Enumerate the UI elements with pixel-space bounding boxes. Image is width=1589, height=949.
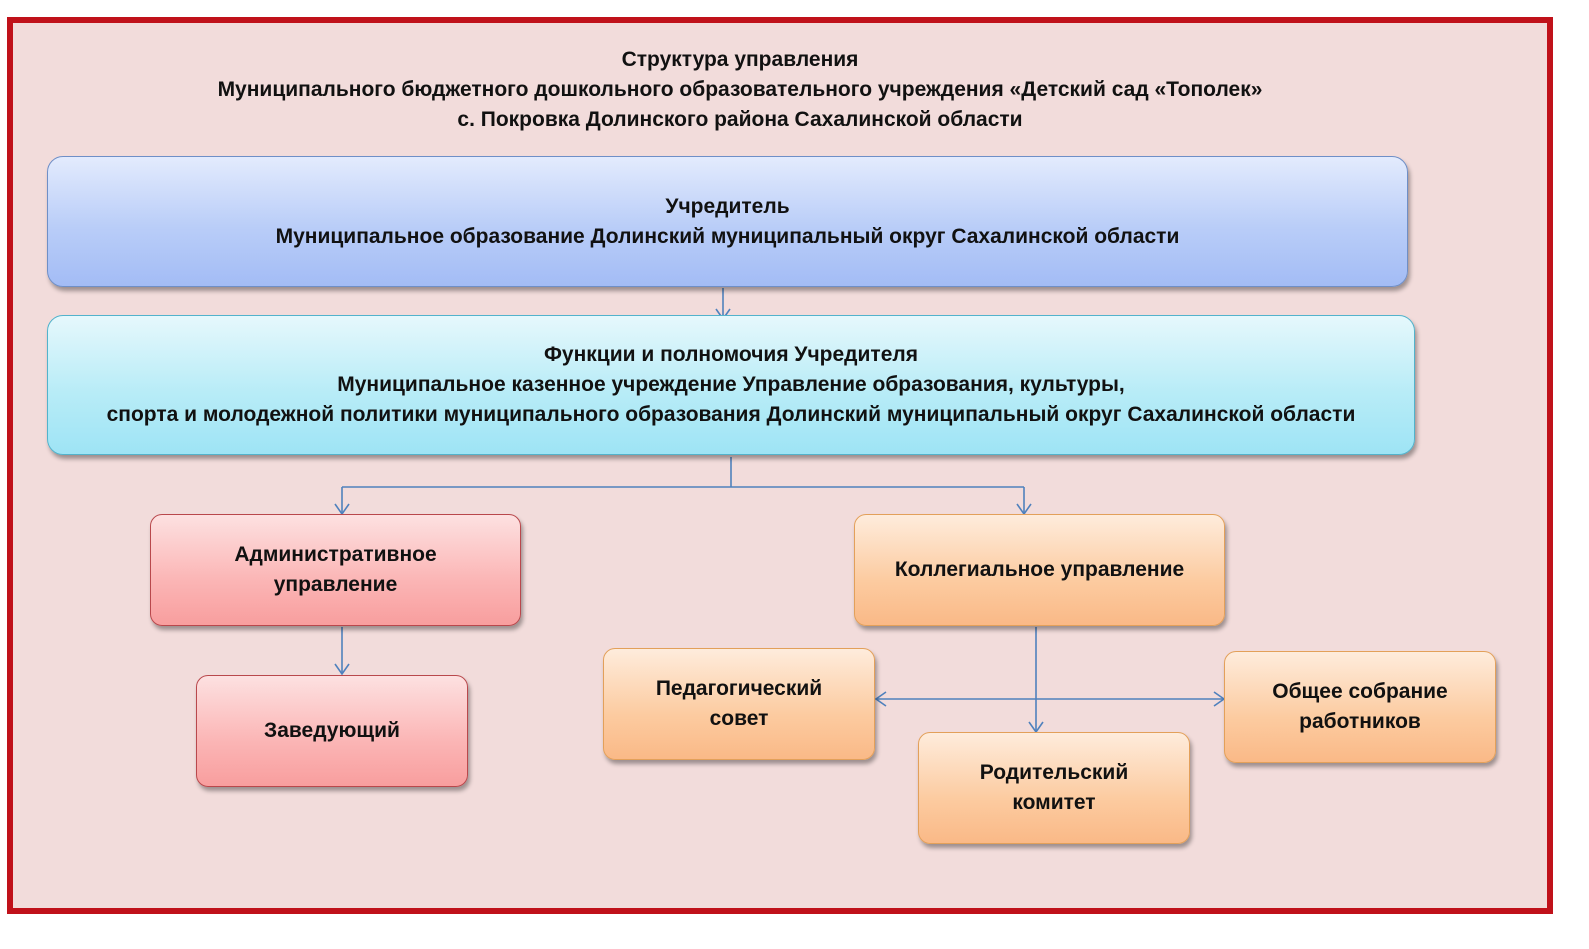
- admin-management-line-2: управление: [273, 573, 398, 596]
- founder-functions-box: Функции и полномочия Учредителя Муниципа…: [47, 315, 1415, 455]
- collegial-management-box: Коллегиальное управление: [854, 514, 1225, 626]
- founder-name: Муниципальное образование Долинский муни…: [275, 224, 1180, 248]
- parent-committee-line-1: Родительский: [979, 761, 1129, 784]
- title-line-1: Структура управления: [621, 48, 859, 71]
- parent-committee-box: Родительский комитет: [918, 732, 1190, 844]
- head-box: Заведующий: [196, 675, 468, 787]
- pedagogical-council-box: Педагогический совет: [603, 648, 875, 760]
- title-line-2: Муниципального бюджетного дошкольного об…: [217, 78, 1263, 101]
- general-meeting-line-2: работников: [1299, 710, 1421, 733]
- admin-management-box: Административное управление: [150, 514, 521, 626]
- founder-heading: Учредитель: [665, 194, 790, 218]
- general-meeting-box: Общее собрание работников: [1224, 651, 1496, 763]
- functions-heading: Функции и полномочия Учредителя: [544, 343, 918, 366]
- functions-body-line-1: Муниципальное казенное учреждение Управл…: [337, 373, 1125, 396]
- collegial-management-label: Коллегиальное управление: [894, 558, 1185, 581]
- diagram-title: Структура управления Муниципального бюдж…: [60, 45, 1420, 135]
- admin-management-line-1: Административное: [234, 543, 437, 566]
- pedagogical-council-line-1: Педагогический: [655, 677, 823, 700]
- arrowhead-pedagogical-council: [874, 691, 887, 707]
- pedagogical-council-line-2: совет: [709, 707, 769, 730]
- title-line-3: с. Покровка Долинского района Сахалинско…: [457, 108, 1023, 131]
- founder-box: Учредитель Муниципальное образование Дол…: [47, 156, 1408, 287]
- arrowhead-head: [334, 663, 350, 676]
- general-meeting-line-1: Общее собрание: [1272, 680, 1448, 703]
- head-label: Заведующий: [264, 719, 400, 742]
- parent-committee-line-2: комитет: [1012, 791, 1096, 814]
- functions-body-line-2: спорта и молодежной политики муниципальн…: [106, 403, 1356, 426]
